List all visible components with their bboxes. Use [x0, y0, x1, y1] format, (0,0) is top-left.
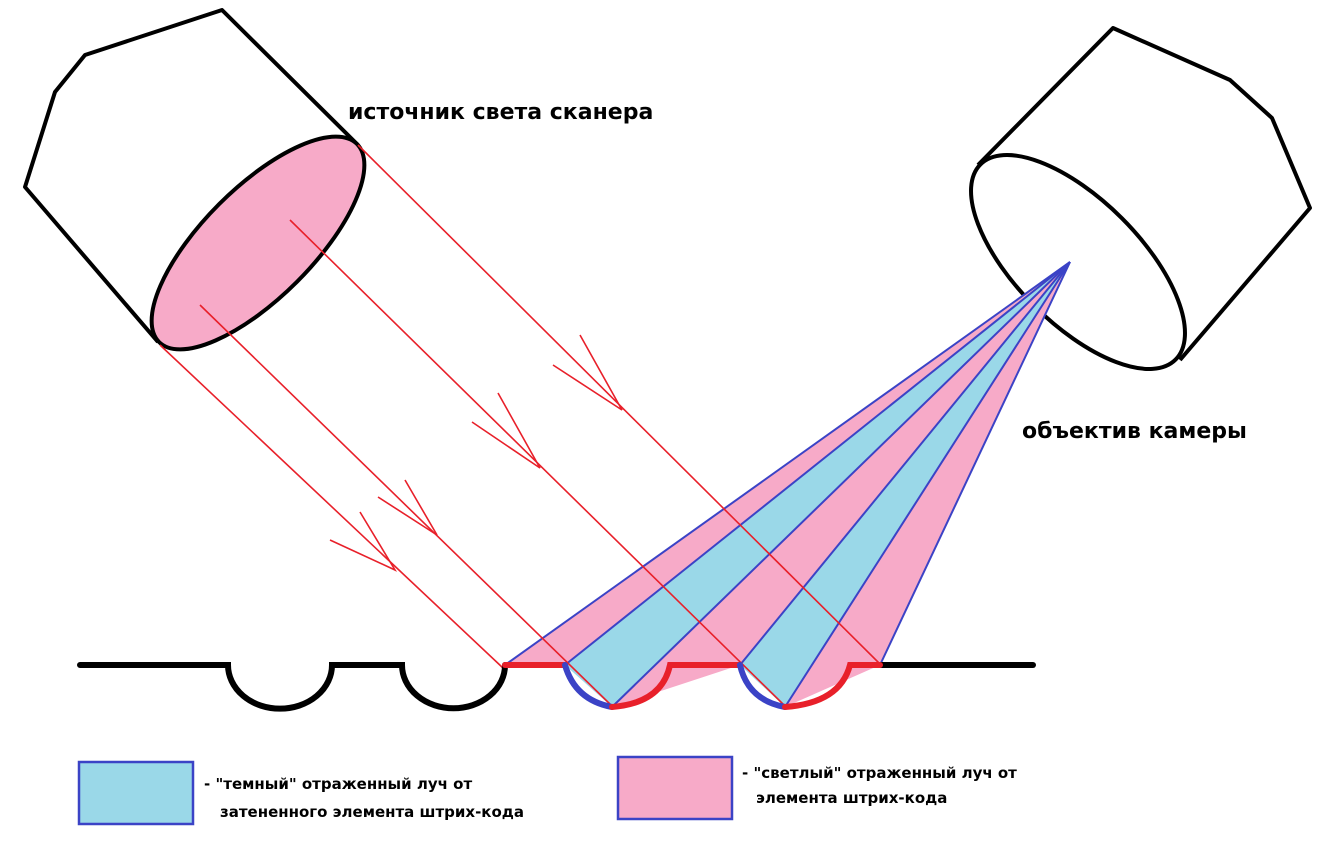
legend-light-beam: - "светлый" отраженный луч от элемента ш… [616, 755, 1017, 821]
ray-arrow-icon [329, 511, 398, 572]
surface-lit-segment [782, 662, 883, 710]
legend-swatch-dark [77, 760, 195, 826]
legend-dark-beam: - "темный" отраженный луч от затененного… [77, 760, 524, 826]
reflected-beam-edge [784, 261, 1071, 708]
reflected-beam-edge [739, 261, 1071, 666]
ray-arrow-icon [377, 479, 438, 536]
light-source-label: источник света сканера [348, 100, 653, 125]
reflected-beam-edge [504, 261, 1071, 666]
legend-dark-line1: - "темный" отраженный луч от [204, 775, 472, 793]
legend-dark-line2: затененного элемента штрих-кода [220, 803, 524, 821]
legend-light-line2: элемента штрих-кода [756, 789, 947, 807]
barcode-surface [77, 662, 1036, 712]
dark-beam [565, 262, 1070, 707]
surface-shaded-segment [562, 662, 615, 710]
incident-rays [159, 144, 883, 707]
ray-arrow-icon [471, 392, 541, 469]
legend-swatch-light [616, 755, 734, 821]
reflected-beam-edge [611, 261, 1071, 708]
reflected-beams [504, 261, 1071, 708]
surface-profile-unlit [77, 662, 508, 712]
scanner-housing [23, 8, 360, 344]
camera-lens-label: объектив камеры [1022, 419, 1247, 444]
scanner-emitter-face [149, 134, 367, 352]
dark-beam [740, 262, 1070, 707]
reflected-beam-edge [879, 261, 1071, 666]
reflected-beam-edge [564, 261, 1071, 666]
camera-housing [976, 26, 1312, 362]
surface-shaded-segment [737, 662, 788, 710]
legend-light-line1: - "светлый" отраженный луч от [742, 764, 1017, 782]
incident-ray [159, 344, 504, 669]
incident-ray [199, 304, 613, 707]
scanner-light-source [23, 8, 367, 352]
surface-lit-segment [609, 662, 743, 710]
ray-arrow-icon [552, 334, 623, 411]
